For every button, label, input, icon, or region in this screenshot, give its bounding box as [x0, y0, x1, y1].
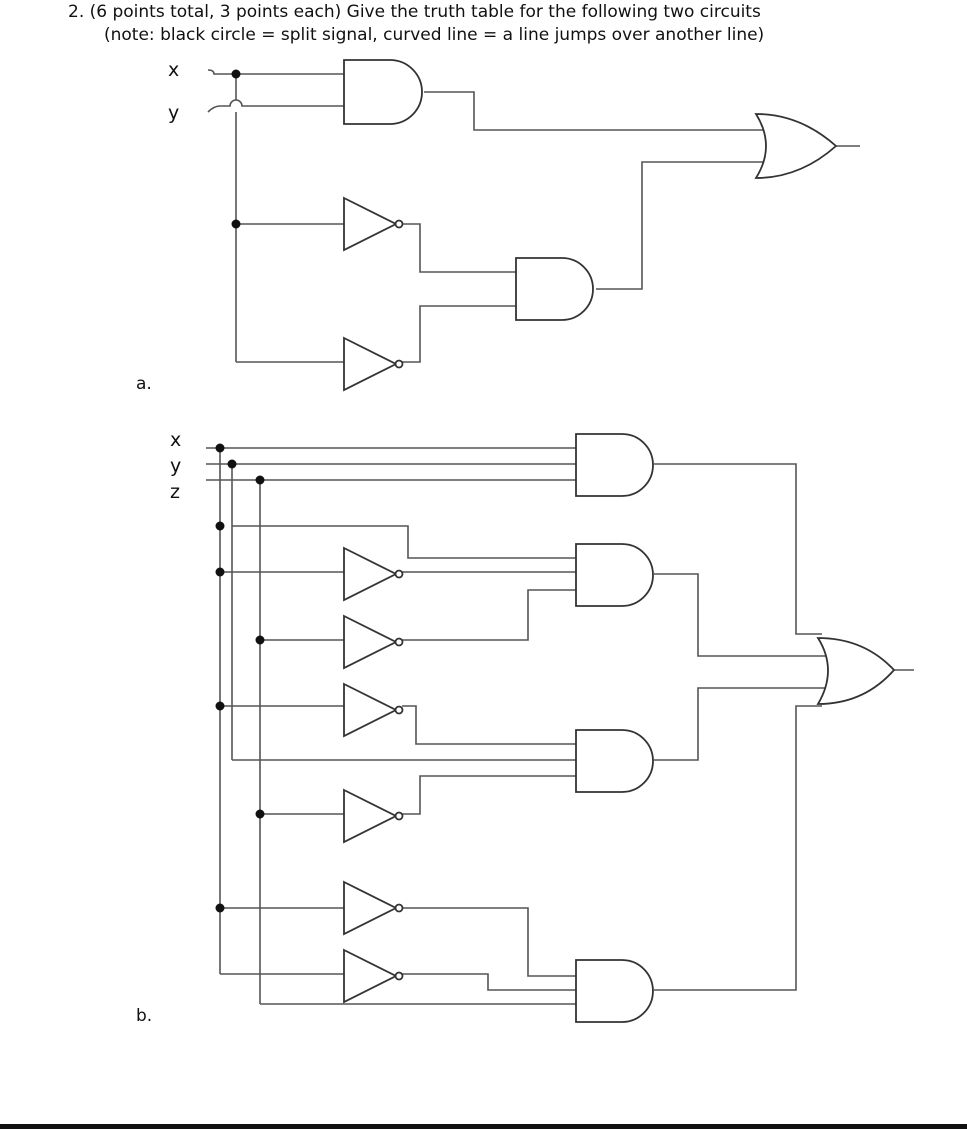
circuit-a-input-x-label: x: [168, 59, 180, 81]
and-gate-b3: [575, 729, 654, 793]
circuit-b-input-y-label: y: [170, 455, 182, 477]
circuit-a-input-y-label: y: [168, 102, 180, 124]
and-gate-a1: [343, 59, 423, 125]
or-gate-b: [816, 637, 896, 705]
page-bottom-rule: [0, 1124, 967, 1129]
split-dot: [215, 443, 225, 453]
circuit-a: [207, 59, 860, 392]
not-gate-a1: [343, 196, 404, 252]
not-gate-b6: [343, 948, 404, 1004]
and-gate-b4: [575, 959, 654, 1023]
circuit-b-input-z-label: z: [170, 481, 180, 503]
split-dot: [231, 219, 241, 229]
split-dot: [227, 459, 237, 469]
circuit-a-wires: [207, 69, 860, 363]
circuit-b-part-label: b.: [136, 1006, 153, 1026]
split-dot: [231, 69, 241, 79]
split-dot: [215, 567, 225, 577]
circuit-b-input-x-label: x: [170, 429, 182, 451]
not-gate-a2: [343, 336, 404, 392]
and-gate-b2: [575, 543, 654, 607]
split-dot: [255, 635, 265, 645]
split-dot: [215, 903, 225, 913]
not-gate-b3: [343, 682, 404, 738]
split-dot: [215, 521, 225, 531]
and-gate-a2: [515, 257, 594, 321]
not-gate-b2: [343, 614, 404, 670]
split-dot: [215, 701, 225, 711]
circuit-b: [206, 433, 914, 1023]
not-gate-b5: [343, 880, 404, 936]
not-gate-b4: [343, 788, 404, 844]
question-text-line1: 2. (6 points total, 3 points each) Give …: [68, 2, 761, 22]
not-gate-b1: [343, 546, 404, 602]
and-gate-b1: [575, 433, 654, 497]
circuit-b-wires: [206, 447, 914, 1005]
question-text-line2: (note: black circle = split signal, curv…: [104, 25, 765, 45]
circuit-a-part-label: a.: [136, 374, 152, 394]
circuit-b-split-dots: [215, 443, 265, 913]
split-dot: [255, 475, 265, 485]
or-gate-a: [754, 113, 838, 179]
split-dot: [255, 809, 265, 819]
